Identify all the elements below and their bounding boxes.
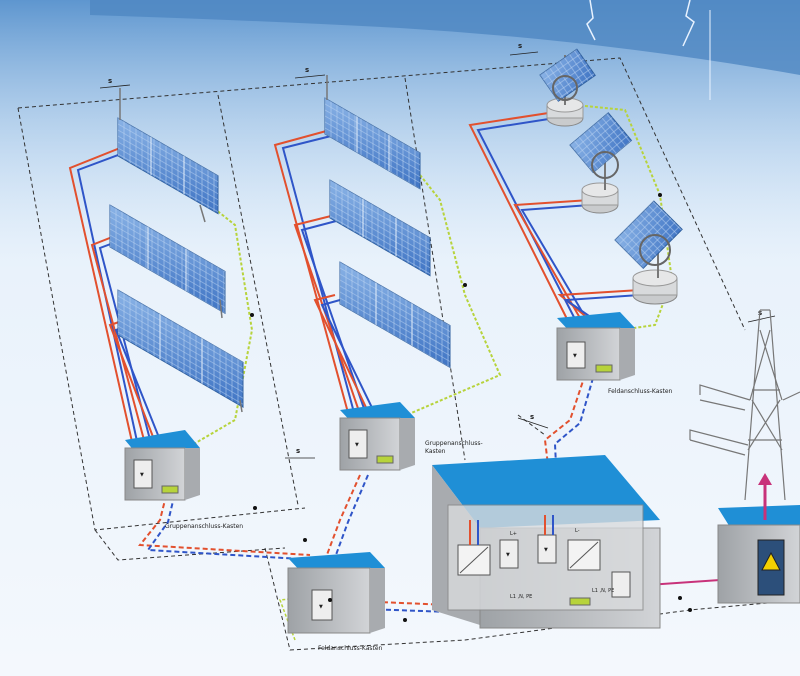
fuse-icon: ▼ bbox=[319, 604, 323, 610]
solar-array-field1 bbox=[109, 117, 244, 413]
spacing-label: s bbox=[518, 42, 522, 50]
fuse-icon: ▼ bbox=[140, 472, 144, 478]
group-box-label: Gruppenanschluss- Kasten bbox=[425, 440, 485, 455]
fuse-icon: ▼ bbox=[355, 442, 359, 448]
solar-panel-icon bbox=[117, 117, 219, 215]
solar-panel-icon bbox=[117, 289, 244, 408]
transformer-station bbox=[717, 473, 800, 604]
warning-icon bbox=[761, 551, 781, 571]
solar-array-field2 bbox=[119, 75, 451, 369]
solar-panel-icon bbox=[324, 97, 421, 190]
field-box-label-upper: Feldanschluss-Kasten bbox=[608, 388, 673, 395]
spacing-label: s bbox=[305, 66, 309, 74]
field-boundaries bbox=[17, 57, 800, 651]
group-box-label-lower: Gruppenanschluss-Kasten bbox=[165, 523, 243, 530]
phase-label: L1 ,N, PE bbox=[592, 588, 614, 594]
spacing-label: s bbox=[296, 447, 300, 455]
field1-earth-cable bbox=[174, 204, 254, 456]
minus-label: L- bbox=[575, 528, 580, 534]
fuse-icon: ▼ bbox=[506, 552, 510, 558]
solar-panel-icon bbox=[109, 204, 226, 315]
group-box-label-line2: Kasten bbox=[425, 448, 446, 455]
tracker-icon bbox=[569, 112, 633, 214]
field-junction-box-upper: ▼ bbox=[556, 312, 635, 381]
group-junction-box-left: ▼ bbox=[124, 430, 200, 501]
tracker-icon bbox=[614, 200, 683, 305]
solar-panel-icon bbox=[329, 179, 431, 277]
tracker-icon bbox=[539, 48, 596, 127]
lightning-icon bbox=[586, 0, 596, 41]
fuse-icon: ▼ bbox=[573, 353, 577, 359]
field2-earth-cable bbox=[394, 174, 502, 421]
tracker-array bbox=[539, 48, 683, 305]
field-junction-box-lower: ▼ bbox=[287, 552, 385, 634]
phase-label: L1 ,N, PE bbox=[510, 594, 532, 600]
spacing-markers: s s s s s s bbox=[99, 42, 776, 459]
spacing-label: s bbox=[108, 77, 112, 85]
pylon-icon bbox=[689, 309, 800, 501]
connection-nodes bbox=[250, 193, 692, 622]
plus-label: L+ bbox=[510, 531, 517, 537]
group-box-label-line1: Gruppenanschluss- bbox=[425, 440, 483, 447]
spacing-label: s bbox=[530, 413, 534, 421]
field2-cables bbox=[273, 129, 379, 564]
solar-panel-icon bbox=[339, 261, 451, 369]
inverter-station: ▼ ▼ L+ L- L1 ,N, PE L1 ,N, PE bbox=[432, 455, 661, 629]
lightning-icon bbox=[682, 0, 695, 47]
field-box-label-lower: Feldanschluss-Kasten bbox=[318, 645, 383, 652]
group-junction-box-mid: ▼ bbox=[339, 402, 415, 471]
cloud-band bbox=[90, 0, 800, 75]
fuse-icon: ▼ bbox=[544, 547, 548, 553]
